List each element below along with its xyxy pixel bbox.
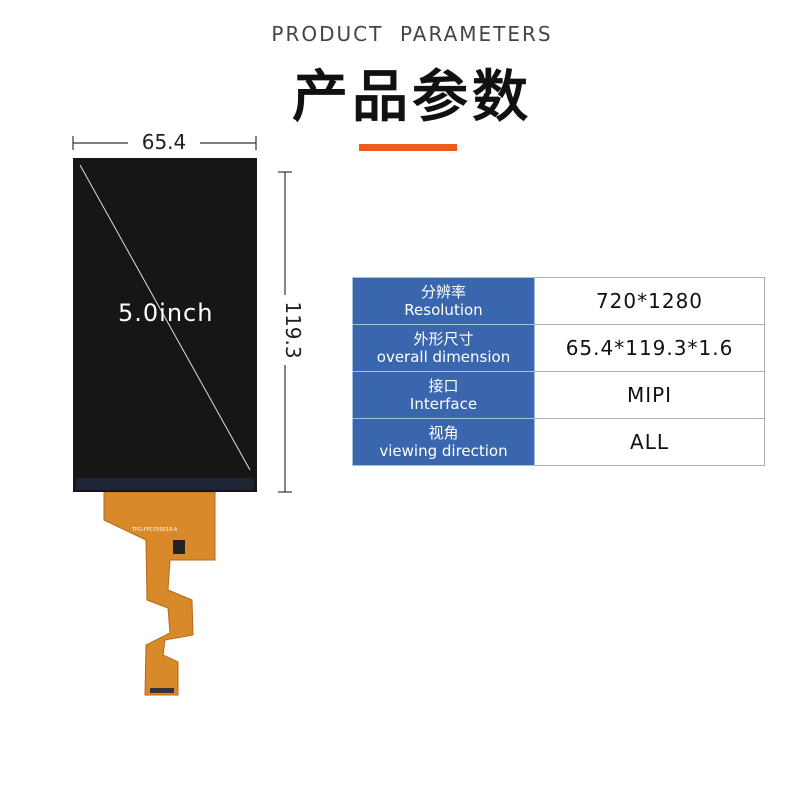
- param-name-cn: 分辨率: [420, 283, 466, 301]
- width-dimension: 65.4: [128, 130, 200, 154]
- fpc-cable: [103, 491, 216, 696]
- param-name-en: Interface: [409, 395, 478, 413]
- param-value: 65.4*119.3*1.6: [534, 324, 765, 372]
- height-dimension: 119.3: [281, 295, 305, 365]
- screen-size-label: 5.0inch: [118, 299, 214, 327]
- fpc-label: TPG-FPC050019-A: [132, 527, 178, 533]
- param-name-en: overall dimension: [376, 348, 511, 366]
- param-value: MIPI: [534, 371, 765, 419]
- param-name-cn: 接口: [428, 377, 459, 395]
- param-value: ALL: [534, 418, 765, 466]
- page-subtitle: PRODUCT PARAMETERS: [271, 22, 553, 46]
- lcd-screen: [73, 158, 257, 492]
- param-name-cn: 外形尺寸: [413, 330, 474, 348]
- accent-bar: [359, 144, 457, 151]
- page-title: 产品参数: [292, 65, 532, 130]
- param-name-en: Resolution: [404, 301, 483, 319]
- param-value: 720*1280: [534, 277, 765, 325]
- param-name-cn: 视角: [428, 424, 459, 442]
- param-name-en: viewing direction: [379, 442, 508, 460]
